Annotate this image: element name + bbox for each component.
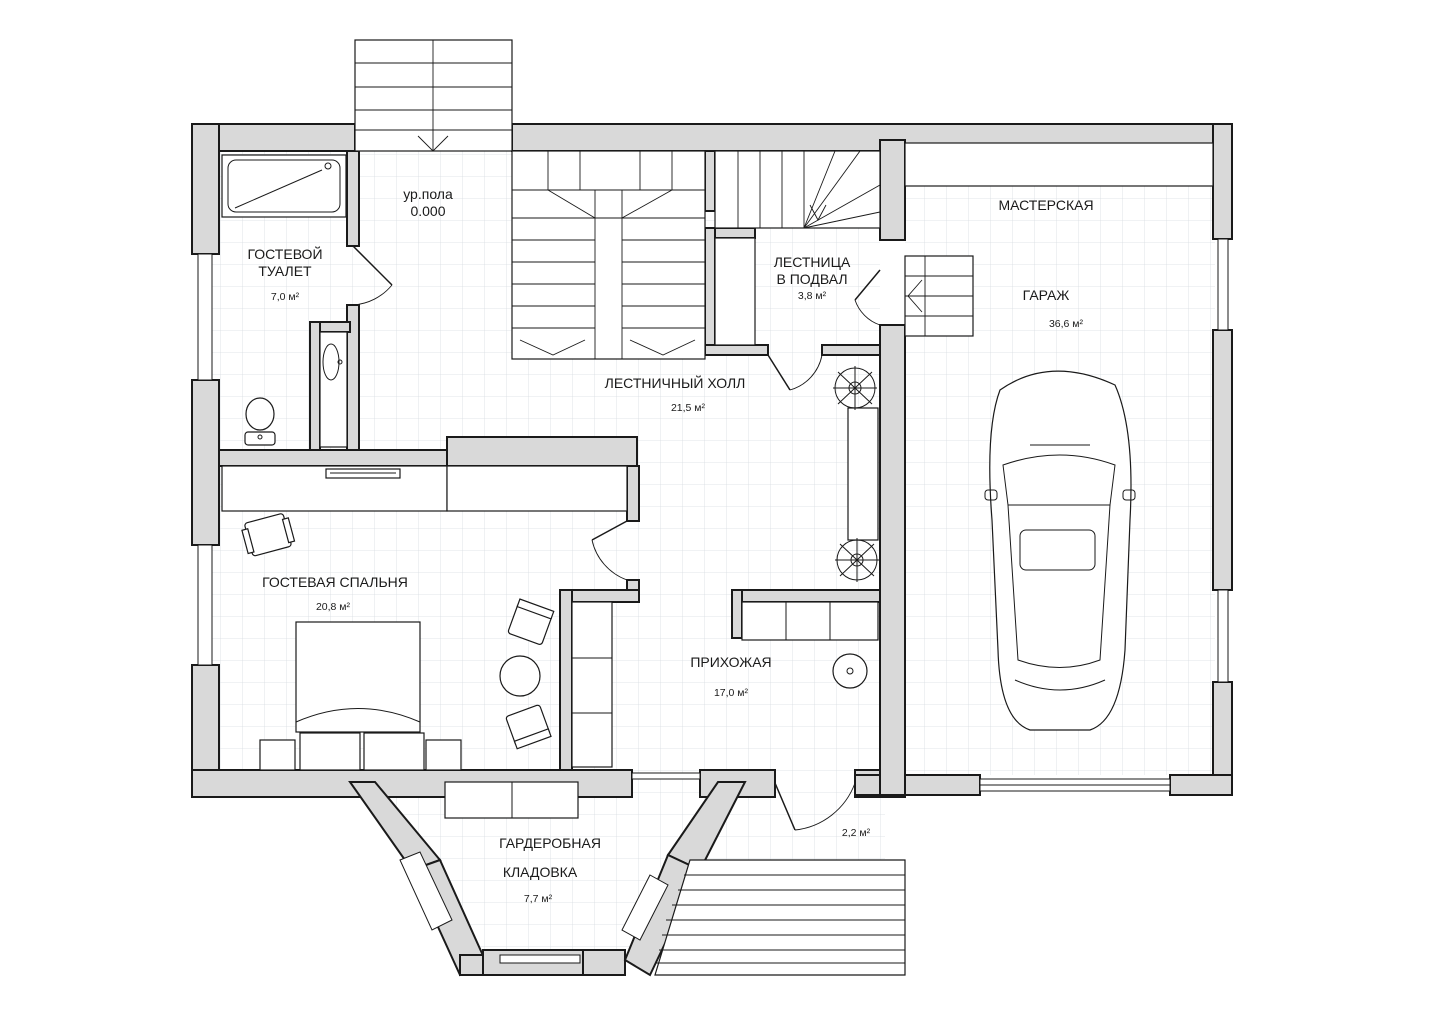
porch-area: 2,2 м²	[842, 827, 871, 839]
entrance-hall-area: 17,0 м²	[714, 687, 749, 699]
stair-hall-name: ЛЕСТНИЧНЫЙ ХОЛЛ	[605, 374, 746, 391]
porch-steps	[654, 859, 906, 976]
inner-walls	[218, 139, 906, 796]
room-labels: ГОСТЕВОЙ ТУАЛЕТ 7,0 м² ур.пола 0.000 ЛЕС…	[247, 186, 1093, 905]
bedroom-furniture	[221, 465, 628, 771]
wardrobe-shelves	[444, 781, 579, 819]
basement-stair-name-line1: ЛЕСТНИЦА	[774, 254, 851, 270]
garage-steps	[904, 255, 974, 337]
toilet-fixtures	[221, 154, 348, 448]
top-entrance-steps	[354, 39, 513, 152]
car	[984, 370, 1136, 731]
garage-area: 36,6 м²	[1049, 318, 1084, 330]
windows	[197, 238, 1229, 964]
doors	[352, 245, 881, 831]
guest-toilet-name-line2: ТУАЛЕТ	[258, 263, 312, 279]
floor-level-label: ур.пола	[403, 186, 453, 202]
basement-stair-area: 3,8 м²	[798, 290, 827, 302]
floor-level-value: 0.000	[410, 203, 445, 219]
basement-stair-name-line2: В ПОДВАЛ	[776, 271, 847, 287]
wardrobe-name-line1: ГАРДЕРОБНАЯ	[499, 835, 601, 851]
wardrobe-name-line2: КЛАДОВКА	[503, 864, 578, 880]
stair-hall-area: 21,5 м²	[671, 402, 706, 414]
entrance-hall-name: ПРИХОЖАЯ	[690, 654, 771, 670]
workshop-bench	[904, 142, 1214, 187]
workshop-name: МАСТЕРСКАЯ	[998, 197, 1093, 213]
plant-icon	[833, 366, 879, 582]
guest-bedroom-area: 20,8 м²	[316, 601, 351, 613]
guest-toilet-area: 7,0 м²	[271, 291, 300, 303]
guest-bedroom-name: ГОСТЕВАЯ СПАЛЬНЯ	[262, 574, 408, 590]
guest-toilet-name-line1: ГОСТЕВОЙ	[247, 245, 322, 262]
hall-furniture	[571, 407, 879, 768]
wardrobe-area: 7,7 м²	[524, 893, 553, 905]
basement-staircase	[714, 150, 881, 346]
garage-name: ГАРАЖ	[1023, 287, 1070, 303]
main-staircase	[511, 150, 706, 360]
